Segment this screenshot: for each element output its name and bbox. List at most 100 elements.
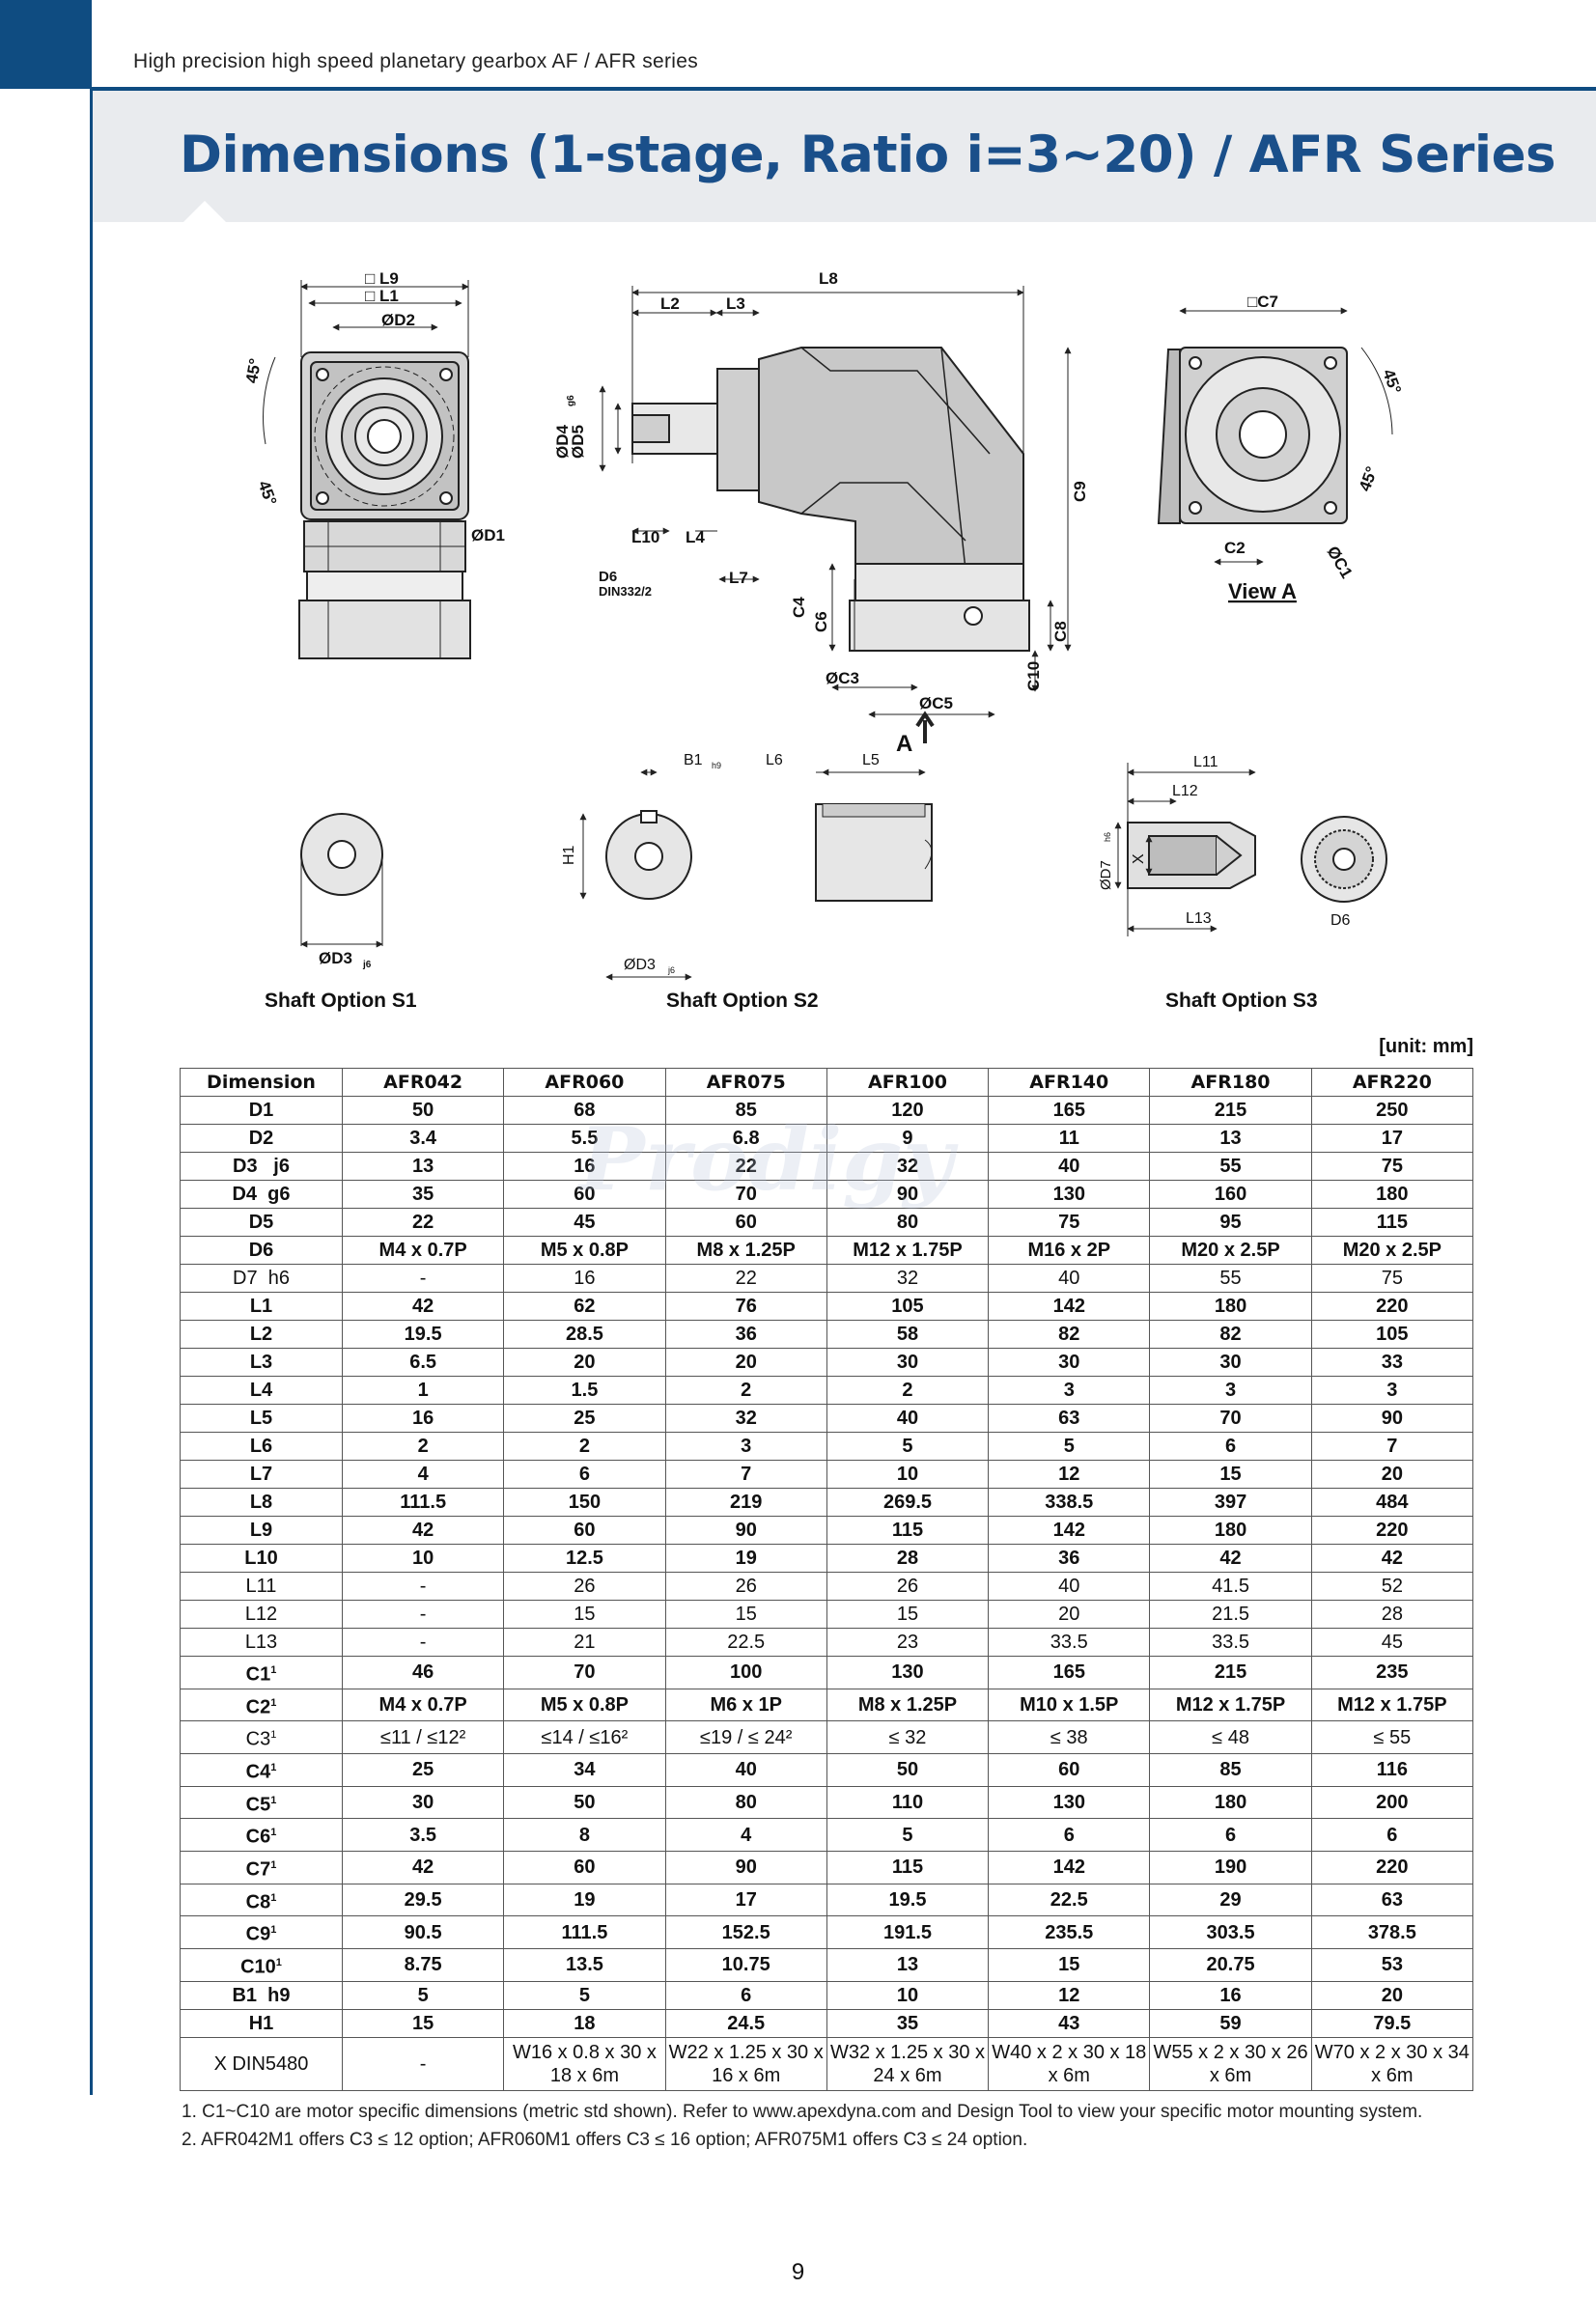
dim-d4-label: ØD4 xyxy=(553,425,572,460)
row-label-footnote-mark: 1 xyxy=(270,1729,277,1742)
angle-label: 45° xyxy=(242,357,265,385)
table-cell: 10 xyxy=(826,1980,990,2010)
table-cell: 12 xyxy=(988,1460,1151,1489)
table-cell: 130 xyxy=(826,1656,990,1689)
table-cell: 42 xyxy=(1310,1544,1474,1573)
table-cell: 55 xyxy=(1149,1264,1312,1293)
row-label-text: L7 xyxy=(249,1464,273,1485)
table-cell: 115 xyxy=(826,1850,990,1884)
table-cell: 30 xyxy=(826,1348,990,1377)
table-cell: 29 xyxy=(1149,1883,1312,1917)
table-cell: 142 xyxy=(988,1292,1151,1321)
row-label-text: C3 xyxy=(245,1728,271,1750)
row-label: L9 xyxy=(180,1516,343,1545)
table-cell: 120 xyxy=(826,1096,990,1125)
row-label-footnote-mark: 1 xyxy=(270,1664,277,1676)
row-label-text: X DIN5480 xyxy=(213,2052,309,2075)
table-cell: 15 xyxy=(1149,1460,1312,1489)
table-cell: 15 xyxy=(341,2008,505,2038)
row-label: D6 xyxy=(180,1236,343,1265)
dim-d4-tol: g6 xyxy=(566,395,576,406)
table-cell: 23 xyxy=(826,1628,990,1657)
table-cell: 7 xyxy=(664,1460,827,1489)
table-cell: M12 x 1.75P xyxy=(1149,1688,1312,1722)
table-cell: M10 x 1.5P xyxy=(988,1688,1151,1722)
table-cell: 28.5 xyxy=(503,1320,666,1349)
dim-c6-label: C6 xyxy=(812,611,830,632)
table-cell: 40 xyxy=(826,1404,990,1433)
table-cell: 269.5 xyxy=(826,1488,990,1517)
column-header-model: AFR042 xyxy=(341,1068,505,1097)
shaft-s3-drawing xyxy=(1114,763,1387,936)
table-cell: 60 xyxy=(503,1850,666,1884)
table-cell: 10 xyxy=(826,1460,990,1489)
table-cell: 70 xyxy=(503,1656,666,1689)
row-label-text: C5 xyxy=(245,1794,271,1816)
row-label: C101 xyxy=(180,1947,343,1982)
row-label-text: L12 xyxy=(244,1604,278,1625)
dim-d5-label: ØD5 xyxy=(569,425,587,459)
table-cell: 22.5 xyxy=(988,1883,1151,1917)
table-cell: 303.5 xyxy=(1149,1915,1312,1949)
table-cell: 79.5 xyxy=(1310,2008,1474,2038)
row-label-footnote-mark: 1 xyxy=(270,1794,277,1806)
table-cell: 200 xyxy=(1310,1785,1474,1820)
dim-c10-label: C10 xyxy=(1024,661,1043,691)
column-header-model: AFR075 xyxy=(664,1068,827,1097)
table-cell: 30 xyxy=(341,1785,505,1820)
table-cell: 32 xyxy=(826,1152,990,1181)
table-cell: 58 xyxy=(826,1320,990,1349)
row-label-text: B1 h9 xyxy=(232,1984,291,2006)
table-cell: 20 xyxy=(988,1600,1151,1629)
table-cell: 45 xyxy=(1310,1628,1474,1657)
table-cell: ≤19 / ≤ 24² xyxy=(664,1720,827,1754)
table-cell: 235.5 xyxy=(988,1915,1151,1949)
table-cell: 22 xyxy=(664,1264,827,1293)
row-label-text: L4 xyxy=(249,1380,273,1401)
table-cell: 28 xyxy=(1310,1600,1474,1629)
table-cell: M6 x 1P xyxy=(664,1688,827,1722)
table-cell: 5 xyxy=(503,1980,666,2010)
table-cell: 35 xyxy=(826,2008,990,2038)
page-title: Dimensions (1-stage, Ratio i=3~20) / AFR… xyxy=(180,126,1556,184)
table-cell: 215 xyxy=(1149,1656,1312,1689)
row-label: C41 xyxy=(180,1752,343,1787)
table-cell: 82 xyxy=(1149,1320,1312,1349)
dim-c8-label: C8 xyxy=(1051,621,1070,642)
row-label: L13 xyxy=(180,1628,343,1657)
table-cell: 76 xyxy=(664,1292,827,1321)
row-label-footnote-mark: 1 xyxy=(270,1696,277,1709)
table-cell: M12 x 1.75P xyxy=(826,1236,990,1265)
dim-d6-label: D6 xyxy=(1330,912,1351,929)
table-cell: W40 x 2 x 30 x 18 x 6m xyxy=(988,2036,1151,2091)
dim-h1-label: H1 xyxy=(561,845,577,865)
table-cell: - xyxy=(341,1264,505,1293)
row-label: C71 xyxy=(180,1850,343,1884)
table-cell: 70 xyxy=(1149,1404,1312,1433)
row-label-footnote-mark: 1 xyxy=(270,1891,277,1904)
row-label-text: C2 xyxy=(245,1696,271,1718)
table-cell: 60 xyxy=(503,1180,666,1209)
table-cell: 5 xyxy=(988,1432,1151,1461)
table-cell: - xyxy=(341,1628,505,1657)
table-cell: - xyxy=(341,2036,505,2091)
column-header-model: AFR100 xyxy=(826,1068,990,1097)
dim-c3-label: ØC3 xyxy=(826,669,859,687)
table-cell: 41.5 xyxy=(1149,1572,1312,1601)
table-cell: W32 x 1.25 x 30 x 24 x 6m xyxy=(826,2036,990,2091)
table-cell: 219 xyxy=(664,1488,827,1517)
table-cell: 2 xyxy=(826,1376,990,1405)
table-cell: M12 x 1.75P xyxy=(1310,1688,1474,1722)
row-label-text: D5 xyxy=(248,1212,274,1233)
table-cell: 6 xyxy=(664,1980,827,2010)
row-label-text: D2 xyxy=(248,1128,274,1149)
dim-b1-tol: h9 xyxy=(712,761,721,770)
